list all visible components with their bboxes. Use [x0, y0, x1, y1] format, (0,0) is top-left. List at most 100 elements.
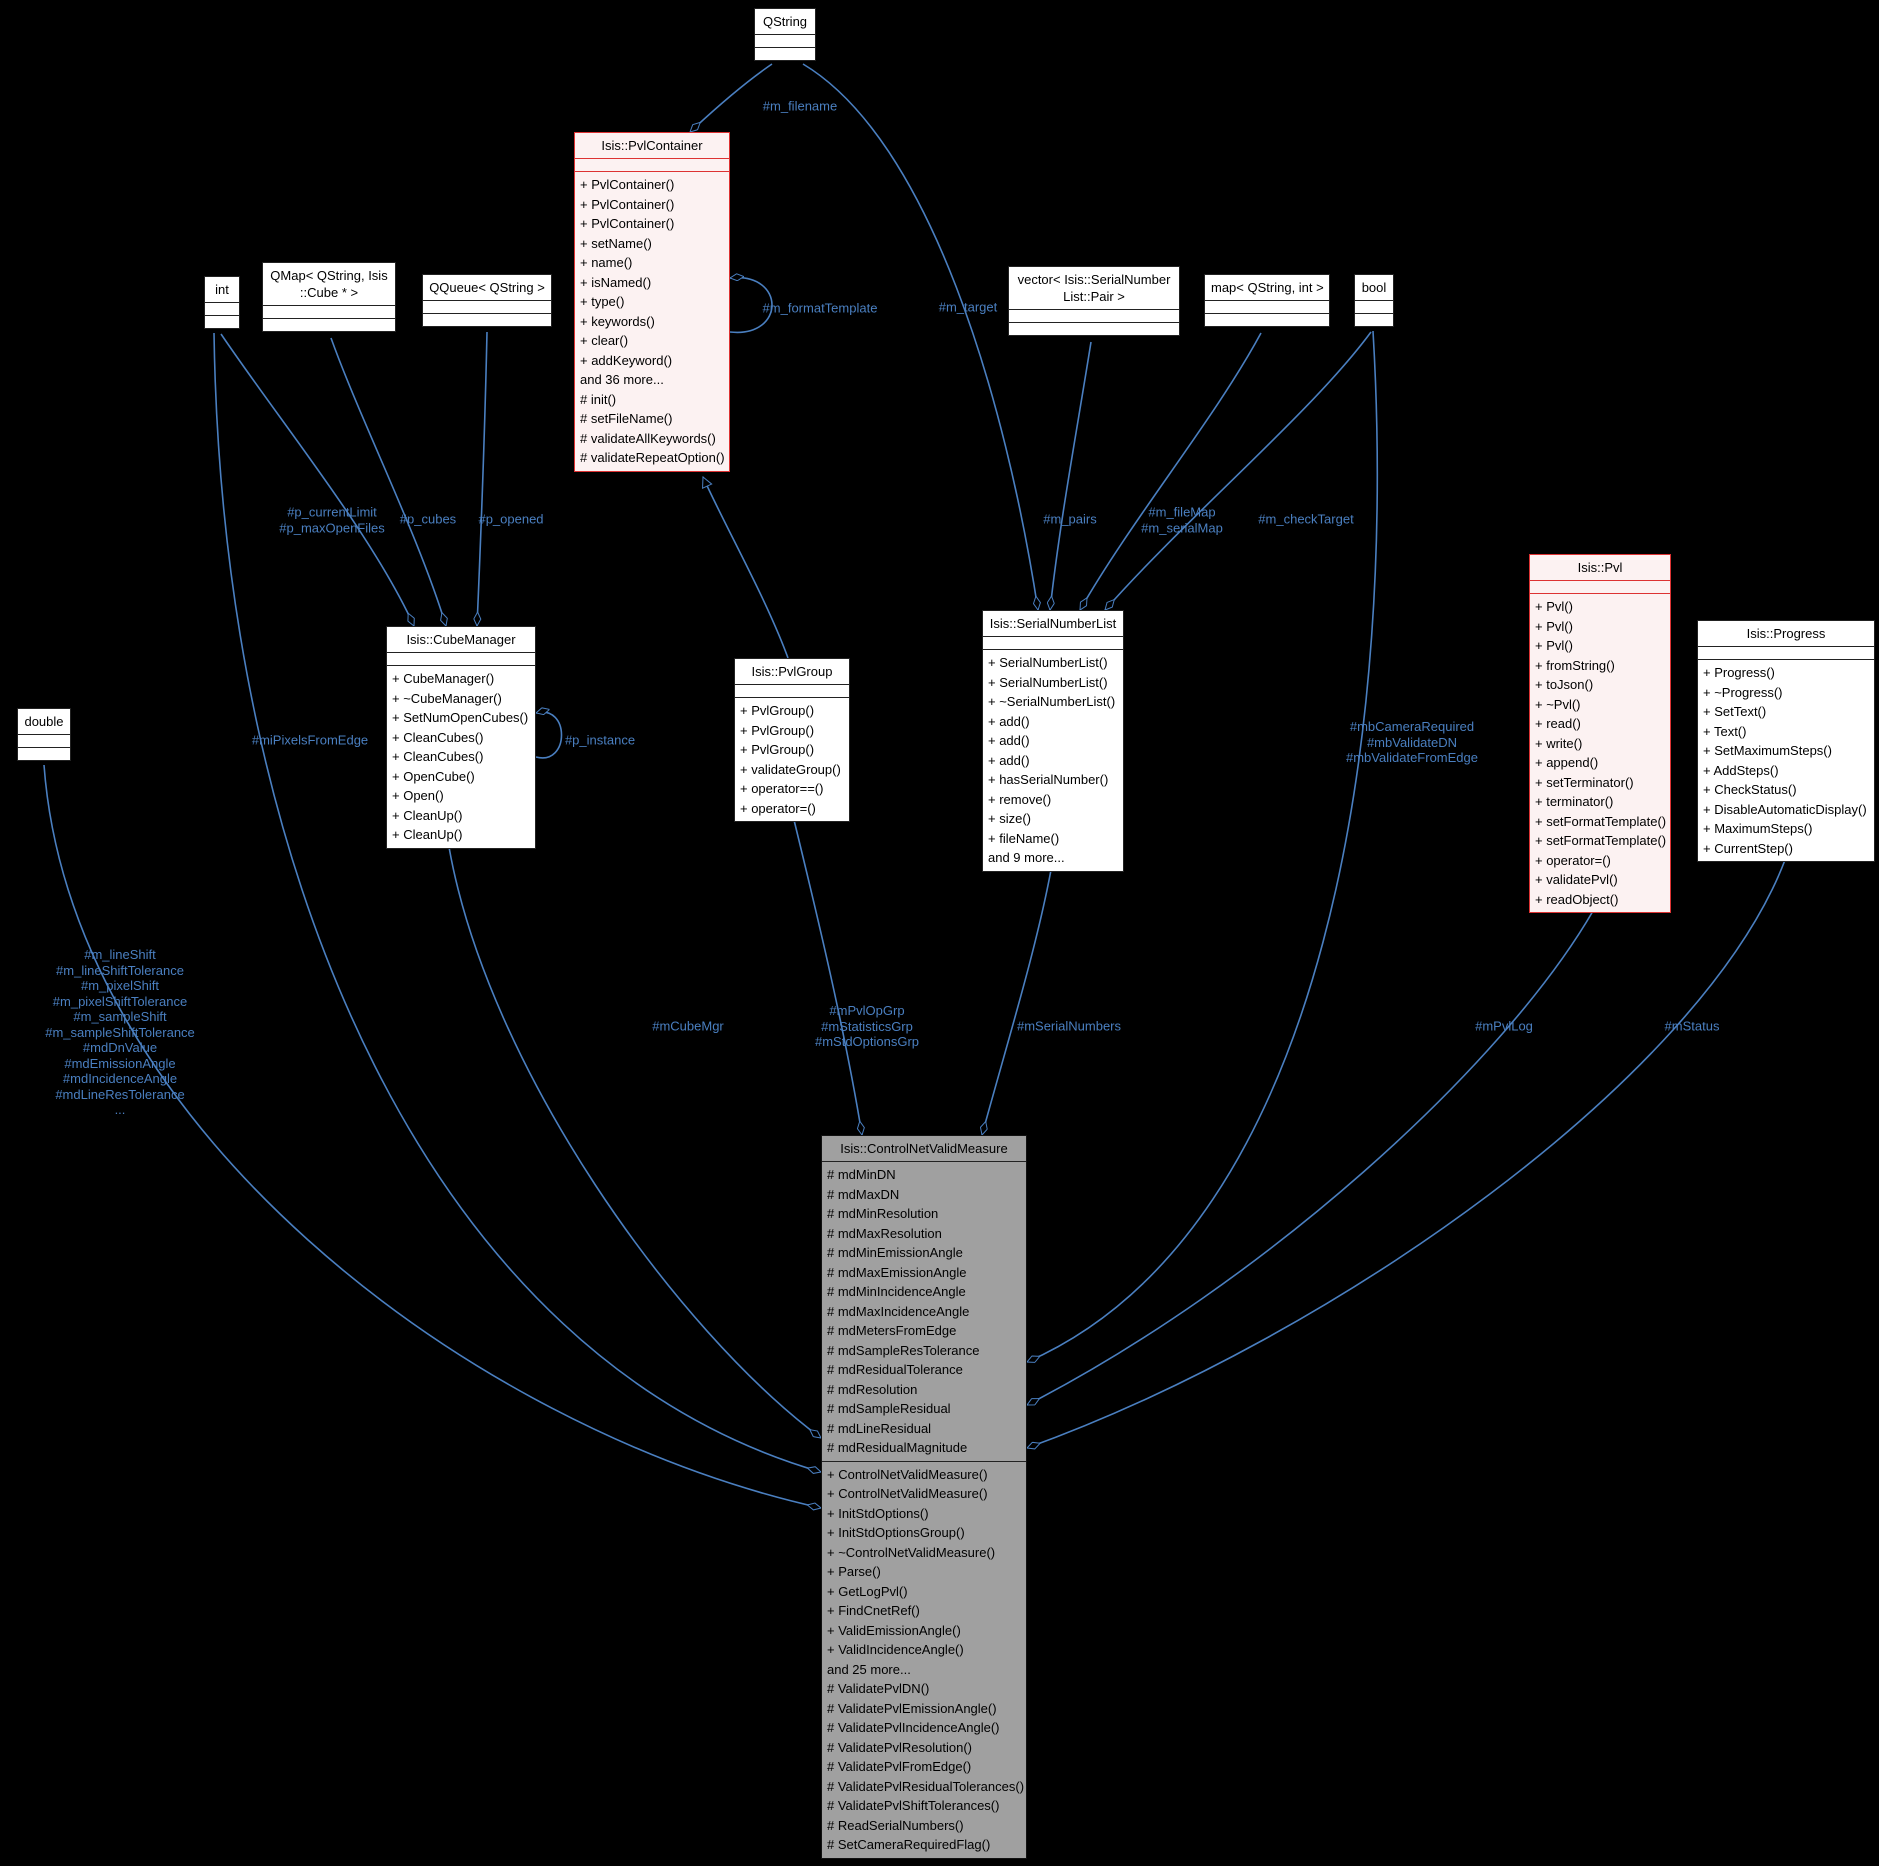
attributes-compartment — [983, 636, 1123, 649]
class-title: QMap< QString, Isis::Cube * > — [270, 268, 388, 300]
methods-compartment: + Pvl()+ Pvl()+ Pvl()+ fromString()+ toJ… — [1530, 593, 1670, 912]
method-row: # ValidatePvlDN() — [827, 1681, 930, 1696]
method-row: + SetMaximumSteps() — [1703, 743, 1832, 758]
class-node-bool[interactable]: bool — [1354, 274, 1394, 327]
class-title: Isis::Progress — [1746, 626, 1826, 641]
method-row: + ValidEmissionAngle() — [827, 1622, 961, 1638]
method-row: + CurrentStep() — [1703, 840, 1793, 856]
class-node-cubemanager[interactable]: Isis::CubeManager+ CubeManager()+ ~CubeM… — [386, 626, 536, 849]
method-row: + FindCnetRef() — [827, 1603, 920, 1618]
class-node-pvl[interactable]: Isis::Pvl+ Pvl()+ Pvl()+ Pvl()+ fromStri… — [1529, 554, 1671, 913]
class-title: int — [215, 282, 229, 297]
method-row: + PvlGroup() — [740, 742, 815, 757]
method-row: and 36 more... — [580, 372, 664, 387]
edge-label-p_limits: #p_currentLimit#p_maxOpenFiles — [279, 504, 385, 536]
class-node-qstring[interactable]: QString — [754, 8, 816, 61]
edge-shift-members — [43, 764, 821, 1508]
edge-m-maps — [1079, 332, 1262, 610]
attribute-row: # mdLineResidual — [827, 1420, 932, 1436]
method-row: # ValidatePvlFromEdge() — [827, 1759, 972, 1774]
class-node-map_int[interactable]: map< QString, int > — [1204, 274, 1330, 327]
methods-compartment: + SerialNumberList() + SerialNumberList()… — [983, 649, 1123, 871]
edge-pvlgroup-inherits-pvlcontainer — [703, 477, 789, 659]
edge-mi-pixels-from-edge — [213, 332, 821, 1472]
attributes-compartment — [18, 734, 70, 747]
edge-label-shift_members: #m_lineShift#m_lineShiftTolerance#m_pixe… — [45, 946, 195, 1117]
class-node-progress[interactable]: Isis::Progress+ Progress()+ ~Progress()+… — [1697, 620, 1875, 862]
method-row: and 25 more... — [827, 1661, 911, 1677]
method-row: + size() — [988, 811, 1031, 826]
method-row: + name() — [580, 255, 633, 270]
methods-compartment — [263, 318, 395, 331]
attributes-compartment — [387, 652, 535, 665]
method-row: + CleanUp() — [392, 807, 463, 823]
attribute-row: # mdMaxIncidenceAngle — [827, 1303, 970, 1319]
method-row: + Open() — [392, 788, 444, 803]
method-row: + ~ControlNetValidMeasure() — [827, 1544, 996, 1560]
method-row: + InitStdOptions() — [827, 1505, 929, 1521]
edge-m-target — [802, 63, 1038, 610]
edge-label-m_status: #mStatus — [1664, 1018, 1720, 1034]
attributes-compartment — [263, 305, 395, 318]
method-row: + fileName() — [988, 830, 1060, 846]
attributes-compartment — [575, 158, 729, 171]
method-row: + validateGroup() — [740, 761, 841, 777]
methods-compartment: + PvlGroup()+ PvlGroup()+ PvlGroup()+ va… — [735, 697, 849, 821]
method-row: + ~Pvl() — [1535, 696, 1581, 712]
edge-mb-flags — [1027, 330, 1379, 1362]
method-row: + validatePvl() — [1535, 872, 1618, 887]
method-row: + ~Progress() — [1703, 684, 1783, 700]
class-title: Isis::PvlGroup — [751, 664, 833, 679]
method-row: + Text() — [1703, 723, 1747, 739]
methods-compartment — [18, 747, 70, 760]
attribute-row: # mdMinResolution — [827, 1206, 939, 1221]
class-node-double[interactable]: double — [17, 708, 71, 761]
attribute-row: # mdResolution — [827, 1381, 918, 1397]
attribute-row: # mdMetersFromEdge — [827, 1323, 957, 1338]
class-node-serialnumberlist[interactable]: Isis::SerialNumberList+ SerialNumberList… — [982, 610, 1124, 872]
class-node-pvlgroup[interactable]: Isis::PvlGroup+ PvlGroup()+ PvlGroup()+ … — [734, 658, 850, 822]
method-row: + SerialNumberList() — [988, 674, 1108, 690]
edge-m-status — [1027, 859, 1786, 1448]
method-row: # validateAllKeywords() — [580, 430, 716, 446]
method-row: + GetLogPvl() — [827, 1583, 908, 1599]
method-row: + fromString() — [1535, 657, 1615, 673]
edge-label-m_target: #m_target — [938, 299, 998, 315]
method-row: + keywords() — [580, 313, 655, 329]
method-row: + PvlContainer() — [580, 196, 675, 212]
class-title: QQueue< QString > — [429, 280, 545, 295]
edge-p-opened — [477, 331, 488, 626]
class-node-qqueue[interactable]: QQueue< QString > — [422, 274, 552, 327]
method-row: + operator=() — [740, 800, 816, 816]
attributes-compartment — [1530, 580, 1670, 593]
method-row: + CheckStatus() — [1703, 782, 1797, 797]
class-node-pvlcontainer[interactable]: Isis::PvlContainer+ PvlContainer()+ PvlC… — [574, 132, 730, 472]
method-row: + readObject() — [1535, 891, 1619, 907]
method-row: + MaximumSteps() — [1703, 821, 1813, 836]
attribute-row: # mdMinIncidenceAngle — [827, 1284, 966, 1299]
class-title: Isis::Pvl — [1577, 560, 1623, 575]
edge-p-instance — [536, 712, 563, 759]
method-row: # SetCameraRequiredFlag() — [827, 1837, 991, 1852]
edge-label-mi_pixels_from_edge: #miPixelsFromEdge — [251, 732, 369, 748]
attributes-compartment — [755, 34, 815, 47]
class-node-int[interactable]: int — [204, 276, 240, 329]
method-row: + operator=() — [1535, 852, 1611, 868]
method-row: + setFormatTemplate() — [1535, 813, 1667, 829]
edge-label-m_pairs: #m_pairs — [1043, 511, 1097, 527]
method-row: + AddSteps() — [1703, 762, 1779, 778]
method-row: + terminator() — [1535, 794, 1614, 809]
methods-compartment — [1205, 313, 1329, 326]
method-row: + OpenCube() — [392, 768, 475, 784]
edge-m-serial-numbers — [982, 869, 1052, 1135]
method-row: + ~SerialNumberList() — [988, 694, 1116, 709]
attributes-compartment — [205, 302, 239, 315]
class-node-controlnetvalidmeasure[interactable]: Isis::ControlNetValidMeasure# mdMinDN# m… — [821, 1135, 1027, 1859]
class-title: map< QString, int > — [1211, 280, 1324, 295]
method-row: + CubeManager() — [392, 671, 495, 686]
attribute-row: # mdMinDN — [827, 1167, 896, 1182]
method-row: + Pvl() — [1535, 638, 1573, 653]
class-node-qmap[interactable]: QMap< QString, Isis::Cube * > — [262, 262, 396, 332]
method-row: + SerialNumberList() — [988, 655, 1108, 670]
